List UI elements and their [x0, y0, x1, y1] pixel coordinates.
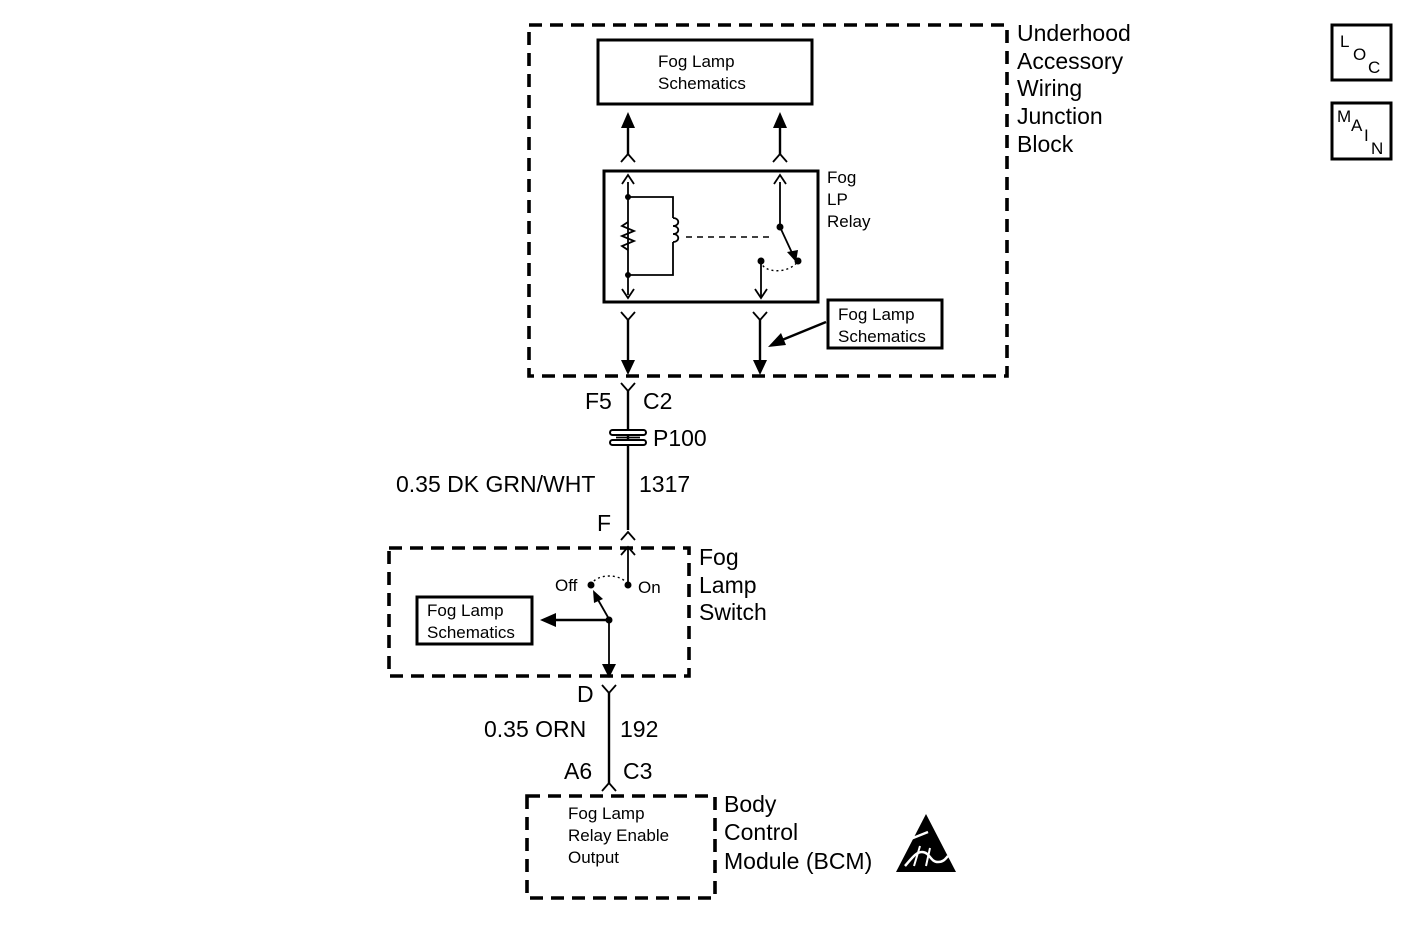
schematics-top-line-2: Schematics [658, 74, 746, 93]
fog-lamp-switch-outline [387, 546, 691, 678]
wire-192-labels: 0.35 ORN 192 [484, 716, 658, 742]
relay-label-line-3: Relay [827, 212, 871, 231]
relay-coil-circuit [619, 173, 680, 300]
underhood-junction-block-outline [527, 23, 1009, 378]
main-letter-m: M [1337, 107, 1351, 126]
main-letter-n: N [1371, 139, 1383, 158]
fog-lamp-schematics-top-link[interactable]: Fog Lamp Schematics [596, 38, 814, 106]
wire-1317-circuit: 1317 [639, 471, 690, 497]
schematics-relay-line-2: Schematics [838, 327, 926, 346]
relay-bottom-terminals [620, 311, 768, 375]
underhood-junction-block-label: Underhood Accessory Wiring Junction Bloc… [1017, 20, 1131, 157]
connector-c3-pin: A6 [564, 758, 592, 784]
connector-c2: F5 C2 [585, 382, 672, 414]
bcm-outline [525, 794, 717, 900]
relay-label-line-1: Fog [827, 168, 856, 187]
main-letter-a: A [1351, 116, 1363, 135]
wire-1317-color: 0.35 DK GRN/WHT [396, 471, 595, 497]
bcm-output-line-1: Fog Lamp [568, 804, 645, 823]
bcm-label: Body Control Module (BCM) [724, 791, 872, 874]
switch-connector-top-pin: F [597, 510, 611, 536]
switch-connector-bottom-pin: D [577, 681, 594, 707]
bcm-output-label: Fog Lamp Relay Enable Output [568, 804, 669, 867]
schematics-top-line-1: Fog Lamp [658, 52, 735, 71]
schematics-switch-line-1: Fog Lamp [427, 601, 504, 620]
underhood-label-line-4: Junction [1017, 103, 1103, 129]
switch-label-line-3: Switch [699, 599, 767, 625]
fog-lamp-schematics-switch-link[interactable]: Fog Lamp Schematics [415, 595, 534, 646]
switch-on-label: On [638, 578, 661, 597]
bcm-output-line-3: Output [568, 848, 619, 867]
esd-sensitive-icon [896, 814, 956, 872]
wire-192-color: 0.35 ORN [484, 716, 586, 742]
main-button[interactable]: M A I N [1330, 101, 1393, 161]
fog-lamp-switch-contacts: Off On [540, 545, 661, 678]
relay-output-arrows [620, 112, 788, 163]
relay-switch-contacts [754, 173, 802, 300]
connector-c3-name: C3 [623, 758, 652, 784]
switch-off-label: Off [555, 576, 578, 595]
switch-label-line-1: Fog [699, 544, 739, 570]
wire-1317-labels: 0.35 DK GRN/WHT 1317 [396, 471, 690, 497]
bcm-label-line-3: Module (BCM) [724, 848, 872, 874]
splice-label: P100 [653, 425, 707, 451]
fog-lamp-switch-label: Fog Lamp Switch [699, 544, 767, 625]
underhood-label-line-1: Underhood [1017, 20, 1131, 46]
loc-button[interactable]: L O C [1330, 23, 1393, 82]
connector-c2-name: C2 [643, 388, 672, 414]
loc-letter-o: O [1353, 45, 1366, 64]
underhood-label-line-5: Block [1017, 131, 1074, 157]
bcm-output-line-2: Relay Enable [568, 826, 669, 845]
fog-lamp-schematics-relay-link[interactable]: Fog Lamp Schematics [826, 298, 944, 350]
wire-192-circuit: 192 [620, 716, 658, 742]
switch-label-line-2: Lamp [699, 572, 757, 598]
switch-connector-top: F [597, 510, 636, 541]
splice-p100: P100 [609, 425, 707, 451]
relay-schematics-arrow [768, 320, 827, 347]
schematics-relay-line-1: Fog Lamp [838, 305, 915, 324]
bcm-label-line-1: Body [724, 791, 777, 817]
loc-letter-l: L [1340, 32, 1349, 51]
main-letter-i: I [1364, 126, 1369, 145]
fog-lp-relay-label: Fog LP Relay [827, 168, 871, 231]
schematics-switch-line-2: Schematics [427, 623, 515, 642]
underhood-label-line-3: Wiring [1017, 75, 1082, 101]
underhood-label-line-2: Accessory [1017, 48, 1124, 74]
connector-c3: A6 C3 [564, 758, 652, 792]
relay-label-line-2: LP [827, 190, 848, 209]
connector-c2-pin: F5 [585, 388, 612, 414]
bcm-label-line-2: Control [724, 819, 798, 845]
loc-letter-c: C [1368, 58, 1380, 77]
